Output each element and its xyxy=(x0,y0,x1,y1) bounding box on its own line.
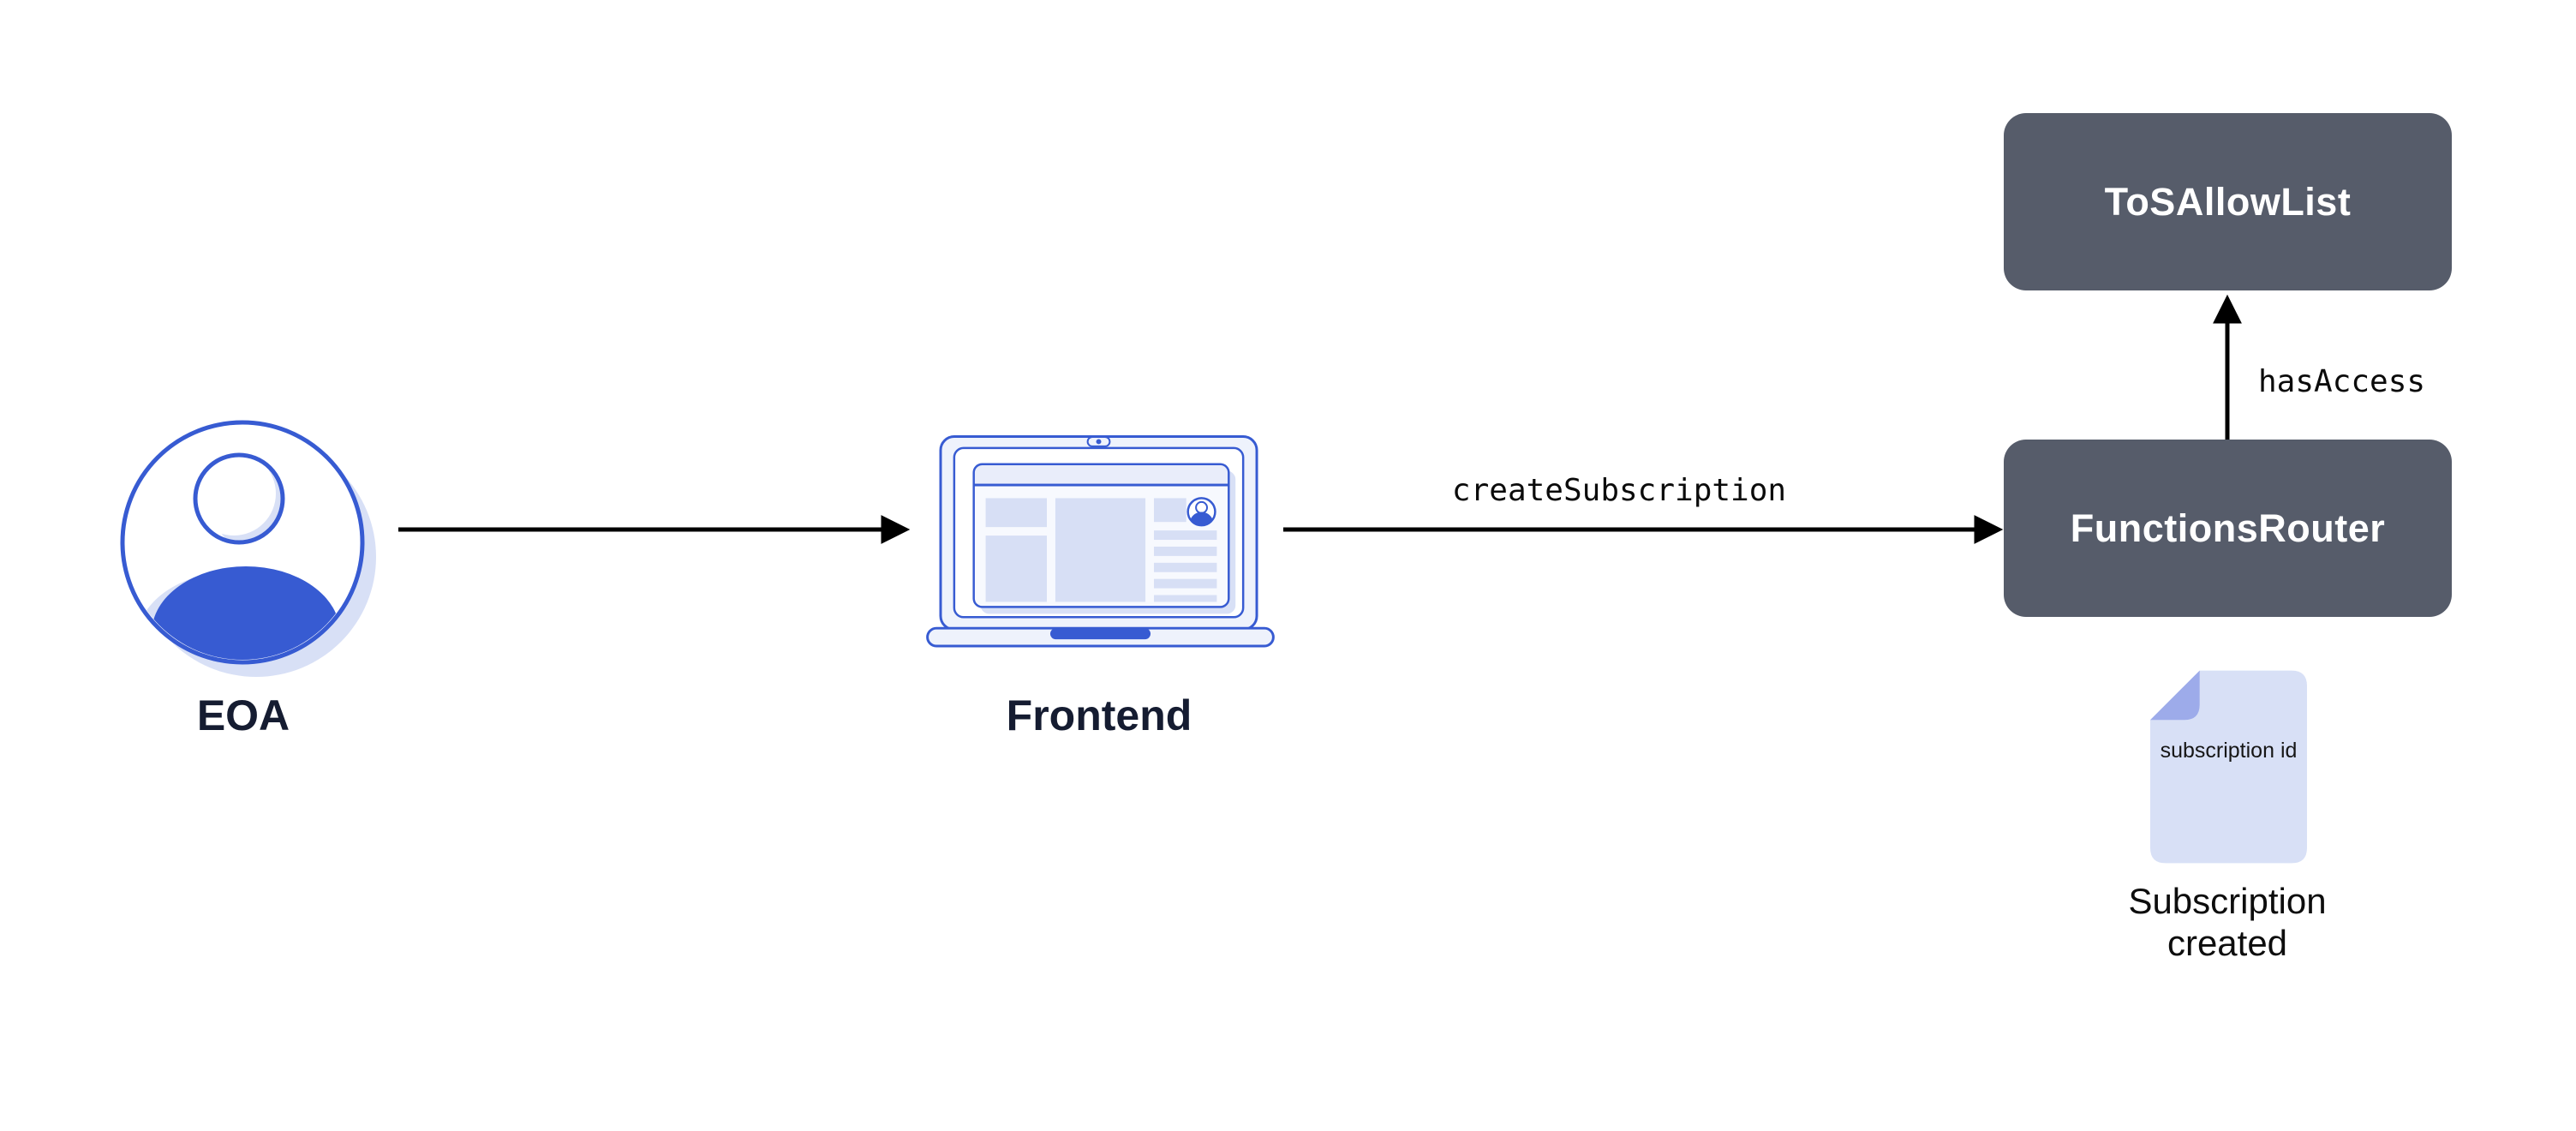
create-subscription-label: createSubscription xyxy=(1451,473,1787,508)
tos-allow-list-label: ToSAllowList xyxy=(2104,179,2352,224)
laptop-icon xyxy=(926,435,1275,648)
tos-allow-list-box: ToSAllowList xyxy=(2004,113,2452,290)
has-access-label: hasAccess xyxy=(2258,364,2426,399)
frontend-label: Frontend xyxy=(1006,691,1192,739)
eoa-label: EOA xyxy=(196,691,290,739)
user-avatar-icon xyxy=(120,420,376,677)
document-icon xyxy=(2150,670,2307,864)
functions-router-label: FunctionsRouter xyxy=(2070,506,2386,550)
subscription-doc-label: subscription id xyxy=(2160,739,2298,763)
eoa-node xyxy=(109,409,391,691)
subscription-doc: subscription id xyxy=(2150,670,2307,864)
subscription-created-caption: Subscription created xyxy=(2128,881,2327,963)
frontend-node xyxy=(926,435,1275,649)
functions-router-box: FunctionsRouter xyxy=(2004,440,2452,617)
